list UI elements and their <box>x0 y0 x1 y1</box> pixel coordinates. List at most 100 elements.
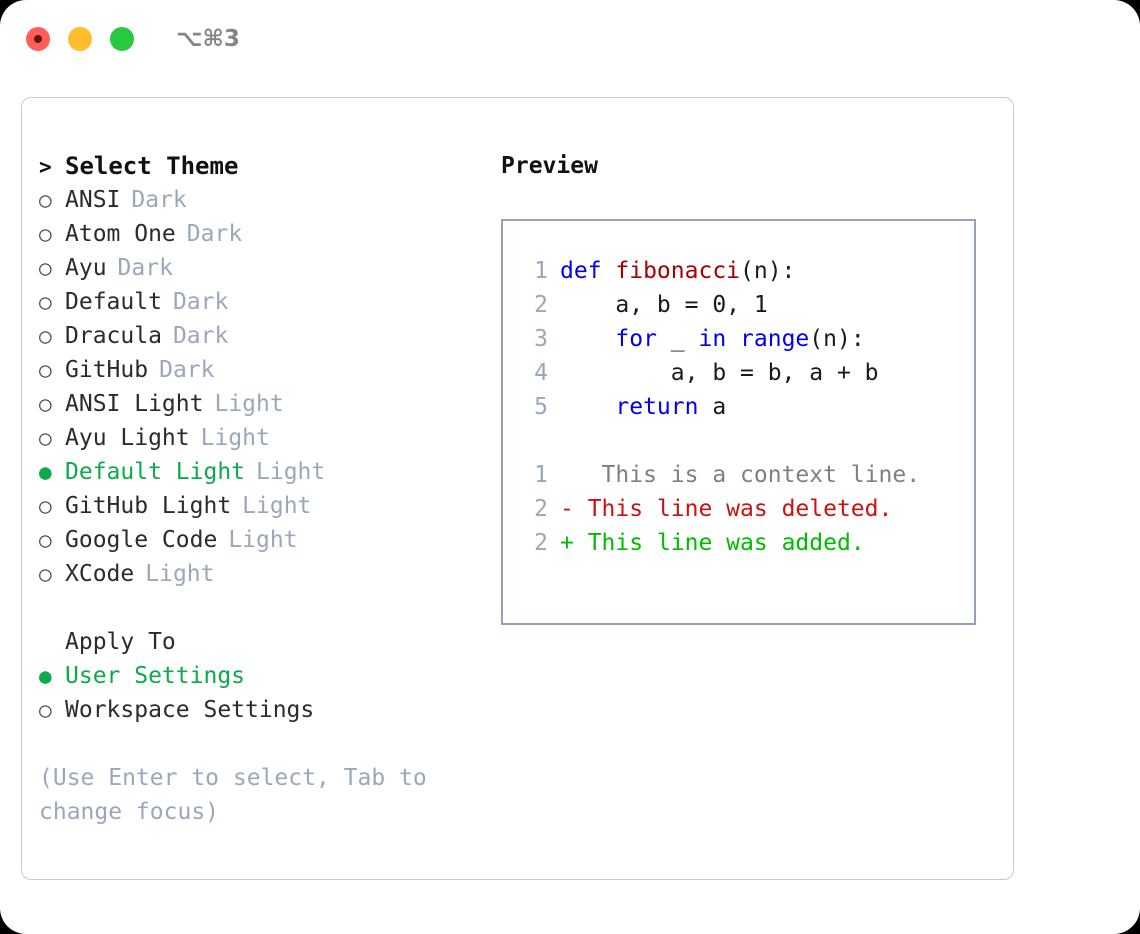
theme-option-row[interactable]: ○ Dracula Dark <box>39 319 499 353</box>
theme-option-name: Dracula <box>65 323 162 349</box>
code-token: return <box>615 394 699 420</box>
code-token: def <box>560 258 616 284</box>
code-line: 3 for _ in range(n): <box>503 322 974 356</box>
keyboard-hint-text: (Use Enter to select, Tab to change focu… <box>39 765 427 825</box>
theme-variant-tag: Dark <box>131 187 187 213</box>
theme-option-name: Atom One <box>65 221 176 247</box>
theme-variant-tag: Dark <box>159 357 215 383</box>
apply-to-option-row[interactable]: ●User Settings <box>39 659 499 693</box>
minimize-window-icon[interactable] <box>68 27 92 51</box>
theme-variant-tag: Light <box>214 391 284 417</box>
hint-spacer <box>39 727 499 761</box>
apply-to-option-row[interactable]: ○ Workspace Settings <box>39 693 499 727</box>
diff-marker <box>560 462 574 488</box>
theme-option-row[interactable]: ○ Default Dark <box>39 285 499 319</box>
code-diff-separator <box>503 424 974 458</box>
apply-to-option-list: ●User Settings ○ Workspace Settings <box>39 659 499 727</box>
apply-to-title: Apply To <box>65 629 176 655</box>
code-token: in <box>698 326 727 352</box>
radio-unselected-icon[interactable]: ○ <box>39 188 52 212</box>
diff-marker: - <box>560 496 574 522</box>
theme-option-name: Google Code <box>65 527 218 553</box>
code-token <box>560 326 615 352</box>
theme-variant-tag: Dark <box>172 323 229 349</box>
radio-unselected-icon[interactable]: ○ <box>39 494 52 518</box>
diff-line: 2+ This line was added. <box>503 526 974 560</box>
theme-variant-tag: Dark <box>172 289 229 315</box>
theme-option-row[interactable]: ○ Google Code Light <box>39 523 499 557</box>
theme-option-row[interactable]: ● Default Light Light <box>39 455 499 489</box>
code-line: 2 a, b = 0, 1 <box>503 288 974 322</box>
radio-unselected-icon[interactable]: ○ <box>39 290 52 314</box>
radio-unselected-icon[interactable]: ○ <box>39 426 52 450</box>
line-number: 4 <box>534 360 548 386</box>
radio-unselected-icon[interactable]: ○ <box>39 222 52 246</box>
close-window-icon[interactable] <box>26 27 50 51</box>
radio-selected-icon[interactable]: ● <box>39 664 52 688</box>
prompt-caret-icon: > <box>39 155 52 179</box>
theme-option-name: ANSI Light <box>65 391 204 417</box>
theme-variant-tag: Light <box>228 527 298 553</box>
preview-title: Preview <box>501 153 598 179</box>
diff-marker: + <box>560 530 574 556</box>
theme-option-name: Default Light <box>65 459 246 485</box>
theme-option-row[interactable]: ○ ANSI Light Light <box>39 387 499 421</box>
radio-selected-icon[interactable]: ● <box>39 460 52 484</box>
theme-variant-tag: Dark <box>117 255 173 281</box>
theme-option-name: GitHub Light <box>65 493 232 519</box>
theme-variant-tag: Dark <box>186 221 243 247</box>
section-spacer <box>39 591 499 625</box>
diff-text: This line was deleted. <box>573 496 893 522</box>
radio-unselected-icon[interactable]: ○ <box>39 324 52 348</box>
keyboard-shortcut-label: ⌥⌘3 <box>176 26 240 52</box>
code-token: fibonacci <box>615 258 741 284</box>
code-token: (n): <box>809 326 865 352</box>
apply-to-option-label: Workspace Settings <box>65 697 315 723</box>
select-theme-title: Select Theme <box>65 152 239 180</box>
code-line: 4 a, b = b, a + b <box>503 356 974 390</box>
radio-unselected-icon[interactable]: ○ <box>39 392 52 416</box>
select-theme-header: > Select Theme <box>39 149 499 183</box>
theme-variant-tag: Light <box>242 493 312 519</box>
code-token: _ <box>656 326 699 352</box>
theme-option-name: GitHub <box>65 357 149 383</box>
diff-line: 1 This is a context line. <box>503 458 974 492</box>
diff-text: This is a context line. <box>573 462 921 488</box>
radio-unselected-icon[interactable]: ○ <box>39 528 52 552</box>
traffic-light-group <box>26 27 134 51</box>
theme-variant-tag: Light <box>256 459 326 485</box>
maximize-window-icon[interactable] <box>110 27 134 51</box>
radio-unselected-icon[interactable]: ○ <box>39 698 52 722</box>
line-number: 2 <box>534 496 548 522</box>
diff-sample-block: 1 This is a context line.2- This line wa… <box>503 458 974 560</box>
code-token <box>560 394 615 420</box>
radio-unselected-icon[interactable]: ○ <box>39 358 52 382</box>
theme-option-row[interactable]: ○ ANSI Dark <box>39 183 499 217</box>
line-number: 2 <box>534 530 548 556</box>
theme-variant-tag: Light <box>145 561 215 587</box>
radio-unselected-icon[interactable]: ○ <box>39 256 52 280</box>
theme-option-row[interactable]: ○ Ayu Dark <box>39 251 499 285</box>
radio-unselected-icon[interactable]: ○ <box>39 562 52 586</box>
code-token: a, b = 0, 1 <box>560 292 768 318</box>
theme-option-row[interactable]: ○ Atom One Dark <box>39 217 499 251</box>
code-token: for <box>615 326 657 352</box>
theme-option-name: Ayu <box>65 255 107 281</box>
diff-line: 2- This line was deleted. <box>503 492 974 526</box>
code-token: range <box>740 326 810 352</box>
line-number: 2 <box>534 292 548 318</box>
theme-option-row[interactable]: ○ GitHub Dark <box>39 353 499 387</box>
theme-option-name: Default <box>65 289 162 315</box>
theme-option-name: ANSI <box>65 187 121 213</box>
window-titlebar: ⌥⌘3 <box>0 0 1140 78</box>
theme-option-row[interactable]: ○ GitHub Light Light <box>39 489 499 523</box>
